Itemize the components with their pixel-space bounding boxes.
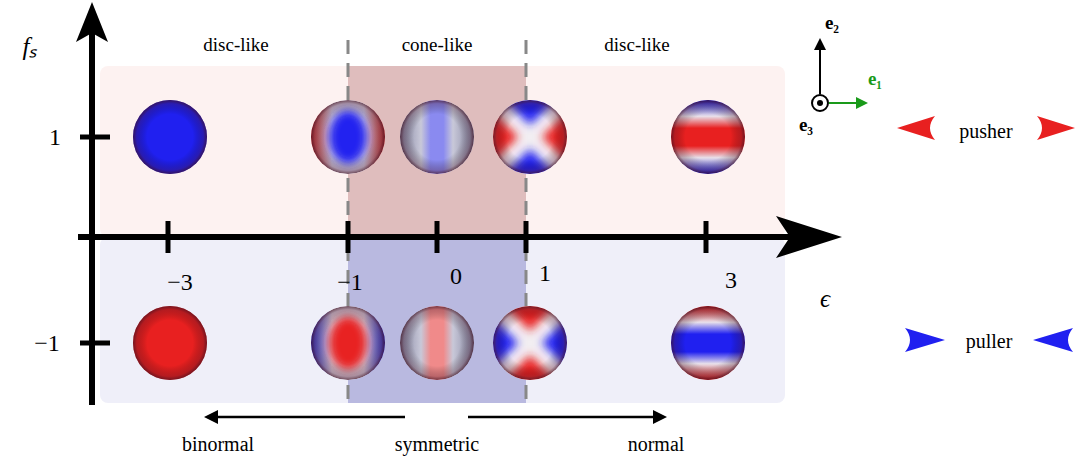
axis-title: ϵ <box>820 286 830 311</box>
puller-symbol <box>1033 328 1073 352</box>
sphere <box>133 306 207 380</box>
frame-label: e₃ <box>799 115 813 134</box>
tick-label: 1 <box>49 125 61 149</box>
axis-arrowhead <box>76 2 108 42</box>
frame-axis <box>829 102 858 104</box>
sphere <box>397 97 477 177</box>
sphere <box>308 303 388 383</box>
swimmer-label: puller <box>966 331 1013 351</box>
frame-arrowhead <box>814 38 826 50</box>
axis-arrowhead <box>776 216 842 258</box>
puller-region <box>100 237 785 403</box>
region-label: cone-like <box>402 35 473 54</box>
tick-label: −1 <box>337 270 363 294</box>
tick-label: 3 <box>725 268 737 292</box>
sphere <box>133 100 207 174</box>
direction-arrowhead <box>204 410 218 424</box>
tick-label: 0 <box>450 264 462 288</box>
frame-axis <box>819 48 821 94</box>
frame-out-of-plane <box>817 100 823 106</box>
sphere <box>488 301 572 385</box>
direction-arrow <box>215 416 405 419</box>
direction-arrow <box>468 416 656 419</box>
tick-label: −3 <box>167 270 193 294</box>
tick-label: −1 <box>34 331 60 355</box>
frame-arrowhead <box>856 97 868 109</box>
sphere <box>488 95 572 179</box>
frame-label: e₁ <box>868 69 882 88</box>
sphere <box>668 306 748 380</box>
direction-arrowhead <box>653 410 667 424</box>
frame-out-of-plane <box>812 95 828 111</box>
direction-label: normal <box>628 434 685 454</box>
direction-label: symmetric <box>395 434 479 454</box>
sphere <box>668 100 748 174</box>
swimmer-label: pusher <box>959 121 1012 141</box>
puller-symbol <box>905 328 945 352</box>
axis <box>89 30 95 405</box>
direction-label: binormal <box>182 434 254 454</box>
axis-title: fₛ <box>23 34 38 59</box>
tick-label: 1 <box>539 261 551 285</box>
pusher-symbol <box>897 116 935 140</box>
sphere <box>397 303 477 383</box>
sphere <box>308 97 388 177</box>
pusher-region <box>100 66 785 237</box>
region-label: disc-like <box>203 35 268 54</box>
pusher-symbol <box>1037 116 1075 140</box>
region-label: disc-like <box>604 35 669 54</box>
frame-label: e₂ <box>825 13 839 32</box>
